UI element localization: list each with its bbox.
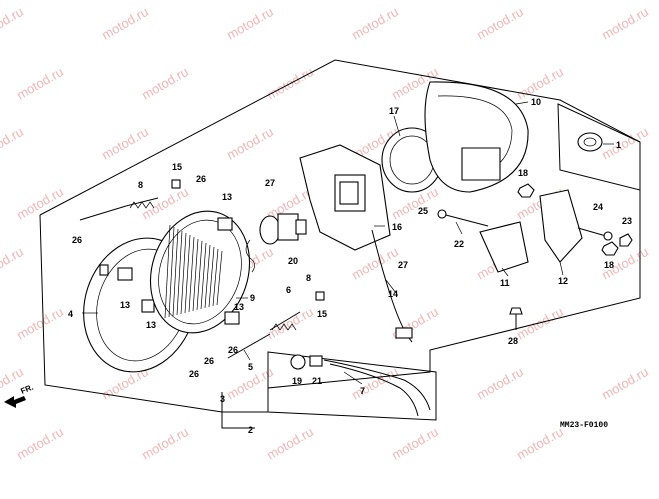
callout-23: 23 — [622, 216, 632, 226]
screw-5 — [227, 333, 271, 359]
watermark-text: motod.ru — [139, 184, 191, 223]
callout-13-d: 13 — [234, 302, 244, 312]
callout-26-b: 26 — [72, 235, 82, 245]
watermark-text: motod.ru — [599, 364, 651, 403]
callout-6: 6 — [286, 285, 291, 295]
nut-18-upper — [517, 183, 535, 198]
watermark-text: motod.ru — [224, 4, 276, 43]
socket-21 — [309, 355, 323, 367]
callout-15-upper: 15 — [172, 162, 182, 172]
watermark-text: motod.ru — [224, 124, 276, 163]
bolt-22 — [437, 209, 489, 227]
callout-4: 4 — [68, 309, 73, 319]
callout-26-a: 26 — [196, 174, 206, 184]
callout-5: 5 — [248, 362, 253, 372]
callout-13-c: 13 — [146, 320, 156, 330]
bolt-28 — [509, 307, 523, 330]
callout-11: 11 — [500, 278, 510, 288]
callout-19: 19 — [292, 376, 302, 386]
watermark-text: motod.ru — [99, 4, 151, 43]
callout-14: 14 — [388, 289, 398, 299]
callout-20: 20 — [288, 256, 298, 266]
callout-7: 7 — [360, 386, 365, 396]
nut-15-lower — [315, 291, 325, 301]
watermark-text: motod.ru — [99, 124, 151, 163]
headlight-bulb — [245, 213, 307, 273]
callout-26-c: 26 — [204, 356, 214, 366]
watermark-text: motod.ru — [139, 64, 191, 103]
headlight-case — [424, 81, 529, 193]
callout-8-lower: 8 — [306, 273, 311, 283]
socket-bracket — [299, 144, 391, 251]
callout-1: 1 — [616, 140, 621, 150]
callout-27-b: 27 — [398, 260, 408, 270]
callout-2: 2 — [248, 425, 253, 435]
stay-bracket-11 — [479, 221, 529, 273]
nut-18-lower — [601, 241, 619, 256]
watermark-text: motod.ru — [474, 4, 526, 43]
front-direction-arrow: FR. — [4, 383, 35, 408]
screw-6-lower — [269, 311, 301, 331]
watermark-text: motod.ru — [264, 304, 316, 343]
callout-25: 25 — [418, 206, 428, 216]
watermark-text: motod.ru — [139, 424, 191, 463]
callout-28: 28 — [508, 336, 518, 346]
wiring-7 — [323, 359, 431, 417]
callout-21: 21 — [312, 376, 322, 386]
bulb-19 — [290, 354, 306, 370]
grommet-1 — [577, 132, 603, 152]
watermark-text: motod.ru — [0, 124, 26, 163]
callout-17: 17 — [389, 106, 399, 116]
callout-10: 10 — [531, 97, 541, 107]
callout-9: 9 — [250, 293, 255, 303]
watermark-text: motod.ru — [349, 4, 401, 43]
callout-18-upper: 18 — [518, 168, 528, 178]
watermark-text: motod.ru — [264, 424, 316, 463]
callout-15-lower: 15 — [317, 309, 327, 319]
watermark-text: motod.ru — [14, 424, 66, 463]
callout-27-a: 27 — [265, 178, 275, 188]
screw-upper-left — [79, 205, 127, 221]
watermark-text: motod.ru — [599, 124, 651, 163]
watermark-text: motod.ru — [514, 424, 566, 463]
watermark-text: motod.ru — [14, 64, 66, 103]
bolt-24 — [577, 227, 613, 241]
nut-15-upper — [171, 179, 181, 189]
callout-22: 22 — [454, 239, 464, 249]
watermark-text: motod.ru — [474, 364, 526, 403]
watermark-text: motod.ru — [599, 4, 651, 43]
watermark-text: motod.ru — [14, 304, 66, 343]
nut-23 — [619, 233, 633, 247]
callout-16: 16 — [392, 222, 402, 232]
headlight-lens — [149, 210, 251, 334]
callout-13-b: 13 — [120, 300, 130, 310]
callout-3: 3 — [220, 394, 225, 404]
callout-12: 12 — [558, 276, 568, 286]
watermark-text: motod.ru — [349, 364, 401, 403]
callout-18-lower: 18 — [604, 260, 614, 270]
front-label: FR. — [19, 383, 34, 396]
leader-lines — [82, 101, 614, 385]
screw-8-upper — [125, 197, 159, 209]
callout-26-e: 26 — [228, 345, 238, 355]
assembly-frame — [39, 59, 641, 429]
wire-harness-14 — [371, 229, 413, 343]
callout-26-d: 26 — [189, 369, 199, 379]
watermark-text: motod.ru — [0, 244, 26, 283]
callout-layer: 1 2 3 4 5 6 7 8 8 9 10 11 12 13 13 13 13… — [68, 97, 632, 435]
diagram-code: MM23-F0100 — [560, 421, 608, 430]
watermark-text: motod.ru — [0, 4, 26, 43]
stay-bracket-12 — [539, 189, 583, 263]
callout-24: 24 — [593, 202, 603, 212]
callout-8-upper: 8 — [138, 180, 143, 190]
callout-13-a: 13 — [222, 192, 232, 202]
watermark-text: motod.ru — [389, 424, 441, 463]
